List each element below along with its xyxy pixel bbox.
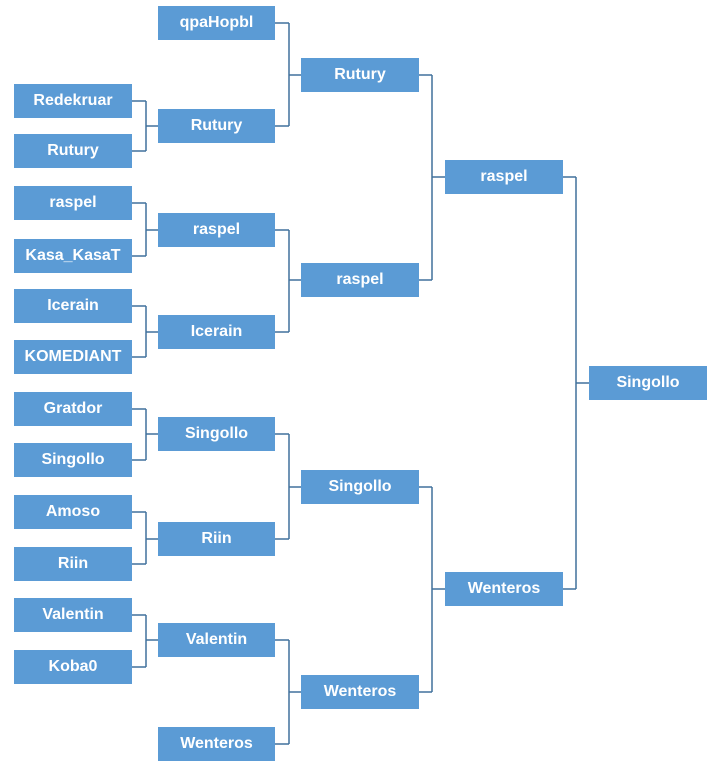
round1-player-1: Redekruar [14, 84, 132, 118]
round3-player-3: Singollo [301, 470, 419, 504]
round1-player-2: Rutury [14, 134, 132, 168]
round1-player-9: Amoso [14, 495, 132, 529]
round1-player-11: Valentin [14, 598, 132, 632]
round2-player-4: Icerain [158, 315, 275, 349]
round1-player-5: Icerain [14, 289, 132, 323]
round4-player-1: raspel [445, 160, 563, 194]
round3-player-1: Rutury [301, 58, 419, 92]
winner-box: Singollo [589, 366, 707, 400]
round1-player-3: raspel [14, 186, 132, 220]
round2-player-8: Wenteros [158, 727, 275, 761]
round3-player-2: raspel [301, 263, 419, 297]
round2-player-7: Valentin [158, 623, 275, 657]
round1-player-8: Singollo [14, 443, 132, 477]
round3-player-4: Wenteros [301, 675, 419, 709]
round4-player-2: Wenteros [445, 572, 563, 606]
round1-player-6: KOMEDIANT [14, 340, 132, 374]
round2-player-2: Rutury [158, 109, 275, 143]
round1-player-7: Gratdor [14, 392, 132, 426]
round1-player-10: Riin [14, 547, 132, 581]
round2-player-5: Singollo [158, 417, 275, 451]
round2-player-1: qpaHopbl [158, 6, 275, 40]
round2-player-6: Riin [158, 522, 275, 556]
round1-player-12: Koba0 [14, 650, 132, 684]
round2-player-3: raspel [158, 213, 275, 247]
round1-player-4: Kasa_KasaT [14, 239, 132, 273]
